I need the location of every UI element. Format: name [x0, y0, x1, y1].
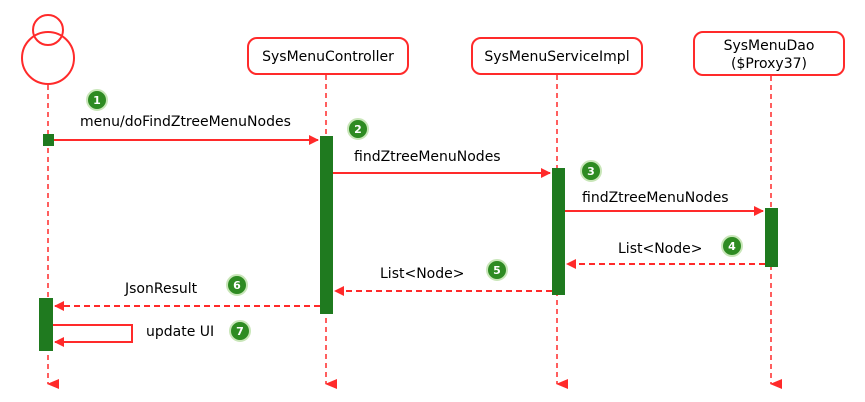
participant-controller-label: SysMenuController	[262, 49, 394, 65]
step-badge-1: 1	[86, 89, 108, 111]
participant-service-label: SysMenuServiceImpl	[484, 49, 629, 65]
activation-controller	[320, 136, 333, 314]
step-badge-5: 5	[486, 259, 508, 281]
step-badge-4: 4	[721, 235, 743, 257]
participant-dao-label-line2: ($Proxy37)	[731, 56, 807, 72]
message-5-label: List<Node>	[380, 266, 464, 282]
step-badge-2: 2	[347, 118, 369, 140]
message-7-label: update UI	[146, 324, 214, 340]
message-1-label: menu/doFindZtreeMenuNodes	[80, 114, 291, 130]
step-badge-4-number: 4	[728, 240, 736, 253]
actor-icon	[21, 14, 75, 85]
message-5: List<Node>	[334, 266, 552, 296]
participant-controller: SysMenuController	[247, 37, 409, 75]
message-4: List<Node>	[566, 241, 765, 269]
step-badge-2-number: 2	[354, 123, 362, 136]
step-badge-1-number: 1	[93, 94, 101, 107]
message-6-label: JsonResult	[124, 281, 198, 297]
step-badge-6-number: 6	[233, 279, 241, 292]
message-6: JsonResult	[54, 281, 320, 311]
step-badge-3: 3	[580, 160, 602, 182]
message-3: findZtreeMenuNodes	[565, 190, 764, 216]
activation-actor-2	[39, 298, 53, 351]
step-badge-5-number: 5	[493, 264, 501, 277]
step-badge-7-number: 7	[236, 325, 244, 338]
step-badge-6: 6	[226, 274, 248, 296]
activation-actor-1	[43, 134, 54, 146]
activation-service	[552, 168, 565, 295]
message-4-label: List<Node>	[618, 241, 702, 257]
message-2-label: findZtreeMenuNodes	[354, 149, 501, 165]
message-1: menu/doFindZtreeMenuNodes	[54, 114, 319, 145]
step-badge-3-number: 3	[587, 165, 595, 178]
participant-dao-label-line1: SysMenuDao	[724, 38, 815, 54]
step-badge-7: 7	[229, 320, 251, 342]
activations	[39, 134, 778, 351]
participant-service: SysMenuServiceImpl	[471, 37, 643, 75]
message-2: findZtreeMenuNodes	[333, 149, 551, 178]
message-7: update UI	[53, 324, 214, 347]
participant-dao: SysMenuDao ($Proxy37)	[693, 31, 845, 76]
activation-dao	[765, 208, 778, 267]
message-3-label: findZtreeMenuNodes	[582, 190, 729, 206]
